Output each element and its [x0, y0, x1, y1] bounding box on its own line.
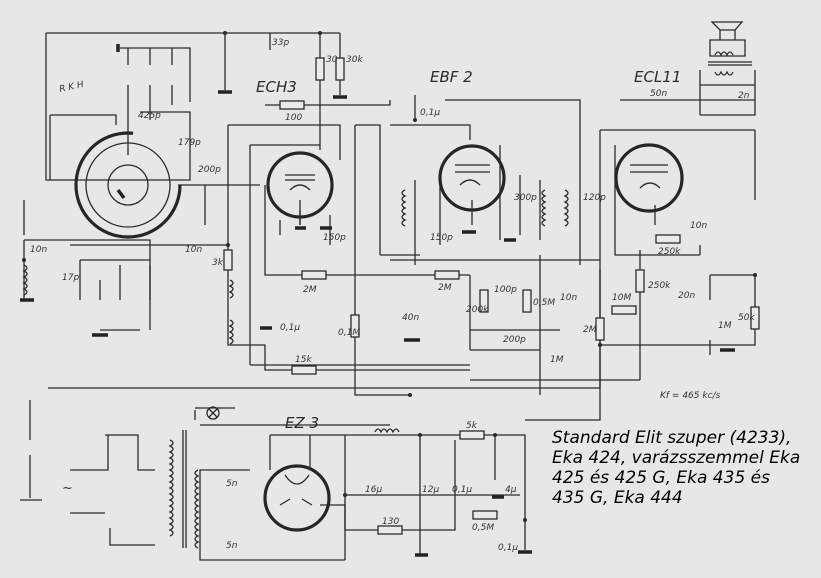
- band-letters: R K H: [59, 80, 85, 95]
- label-c425p: 425p: [138, 111, 161, 121]
- label-mains: ~: [62, 481, 73, 496]
- component-labels: 33p 30 30k 425p 179p 100 200p 10n 10n 17…: [30, 38, 755, 553]
- label-c150p-a: 150p: [323, 233, 346, 243]
- label-c150p-b: 150p: [430, 233, 453, 243]
- tube-label-ecl11: ECL11: [634, 68, 681, 86]
- schematic-caption: Standard Elit szuper (4233), Eka 424, va…: [552, 428, 800, 508]
- label-c5n-a: 5n: [226, 479, 238, 489]
- wave-switch[interactable]: [74, 131, 182, 239]
- label-c01u-c: 0,1µ: [452, 485, 472, 495]
- label-c200p-b: 200p: [503, 335, 526, 345]
- label-r250k-b: 250k: [658, 247, 681, 257]
- label-c20n: 20n: [678, 291, 695, 301]
- label-r30: 30: [326, 55, 338, 65]
- label-r130: 130: [382, 517, 399, 527]
- if-coils: [22, 189, 569, 434]
- label-c17p: 17p: [62, 273, 79, 283]
- power-transformer: [168, 406, 220, 549]
- label-r15k: 15k: [295, 355, 312, 365]
- label-c50n: 50n: [650, 89, 667, 99]
- ground-symbols: [20, 44, 735, 557]
- tube-ez3: [263, 464, 331, 532]
- tube-label-ez3: EZ 3: [285, 414, 319, 432]
- caption-line: Eka 424, varázsszemmel Eka: [552, 448, 801, 468]
- label-r5k: 5k: [466, 421, 478, 431]
- label-c179p: 179p: [178, 138, 201, 148]
- wiring: [20, 32, 756, 561]
- if-frequency-note: Kf = 465 kc/s: [660, 391, 721, 401]
- label-r2m-b: 2M: [438, 283, 452, 293]
- label-c10n-mix: 10n: [185, 245, 202, 255]
- label-r30k: 30k: [346, 55, 363, 65]
- label-c10n-c: 10n: [690, 221, 707, 231]
- label-r05m-a: 0,5M: [533, 298, 555, 308]
- label-c01u-d: 0,1µ: [498, 543, 518, 553]
- label-r2m-a: 2M: [303, 285, 317, 295]
- label-c12u: 12µ: [422, 485, 439, 495]
- caption-line: Standard Elit szuper (4233),: [552, 428, 792, 448]
- tube-ech3: [266, 151, 334, 225]
- label-r250k-a: 250k: [648, 281, 671, 291]
- resistors: [223, 57, 760, 535]
- tube-ebf2: [438, 144, 506, 225]
- label-c120p: 120p: [583, 193, 606, 203]
- label-r2m-c: 2M: [583, 325, 597, 335]
- tube-ecl11: [614, 143, 684, 225]
- label-c2n: 2n: [738, 91, 750, 101]
- caption-line: 435 G, Eka 444: [552, 488, 683, 508]
- label-c16u: 16µ: [365, 485, 382, 495]
- label-c40n: 40n: [402, 313, 419, 323]
- label-r100: 100: [285, 113, 302, 123]
- label-r01m: 0,1M: [338, 328, 360, 338]
- label-r3k: 3k: [212, 258, 224, 268]
- label-c200p: 200p: [198, 165, 221, 175]
- label-r200k: 200k: [466, 305, 489, 315]
- junctions: [22, 31, 757, 522]
- label-c300p: 300p: [514, 193, 537, 203]
- tube-label-ech3: ECH3: [256, 78, 297, 96]
- label-c10n-ant: 10n: [30, 245, 47, 255]
- label-r05m-b: 0,5M: [472, 523, 494, 533]
- label-c5n-b: 5n: [226, 541, 238, 551]
- caption-line: 425 és 425 G, Eka 435 és: [552, 468, 770, 488]
- label-pot-1m-b: 1M: [718, 321, 732, 331]
- label-pot-1m: 1M: [550, 355, 564, 365]
- label-c01u-a: 0,1µ: [280, 323, 300, 333]
- label-c33p: 33p: [272, 38, 289, 48]
- label-c100p: 100p: [494, 285, 517, 295]
- label-c01u-b: 0,1µ: [420, 108, 440, 118]
- tube-label-ebf2: EBF 2: [430, 68, 473, 86]
- label-r10m: 10M: [612, 293, 631, 303]
- label-r50k: 50k: [738, 313, 755, 323]
- label-c10n-b: 10n: [560, 293, 577, 303]
- label-c4u: 4µ: [505, 485, 517, 495]
- output-transformer: [708, 21, 752, 76]
